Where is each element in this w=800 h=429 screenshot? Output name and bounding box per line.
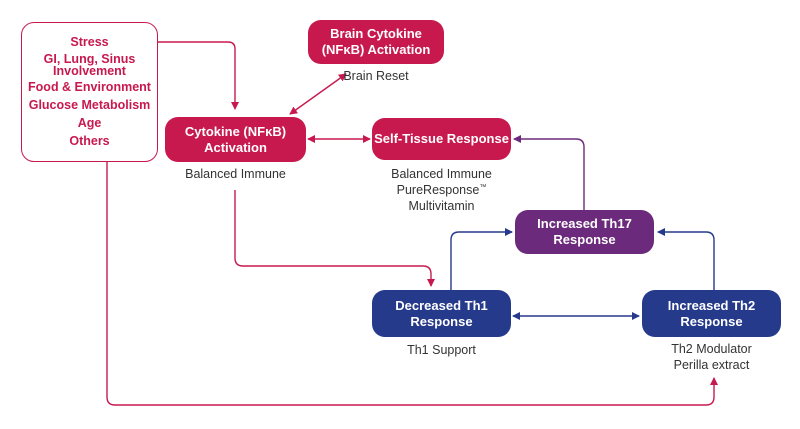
arrow-factors-to-th2	[106, 162, 718, 406]
factor-glucose-metabolism: Glucose Metabolism	[28, 98, 151, 112]
th17-label-2: Response	[553, 232, 616, 247]
cytokine-node: Cytokine (NFκB) Activation	[165, 117, 306, 162]
self-tissue-node: Self-Tissue Response	[372, 118, 511, 160]
self-tissue-support-caption: Balanced Immune PureResponse™ Multivitam…	[362, 166, 521, 214]
arrow-th17-to-self-tissue	[513, 135, 585, 210]
factor-stress: Stress	[70, 35, 109, 49]
th1-support-caption: Th1 Support	[372, 342, 511, 358]
contributing-factors-box: Stress GI, Lung, Sinus Involvement Food …	[21, 22, 158, 162]
self-tissue-support-line-2: PureResponse™	[362, 182, 521, 198]
self-tissue-support-line-1: Balanced Immune	[391, 167, 492, 181]
self-tissue-label: Self-Tissue Response	[374, 131, 509, 146]
arrow-th1-to-th17	[450, 228, 513, 290]
brain-reset-caption: Brain Reset	[318, 68, 434, 84]
arrow-cytokine-to-th1	[234, 190, 435, 287]
arrow-cytokine-brain	[289, 73, 347, 115]
factor-others: Others	[69, 134, 110, 148]
th17-label-1: Increased Th17	[537, 216, 632, 231]
factor-food-environment: Food & Environment	[28, 80, 151, 94]
th2-support-caption: Th2 Modulator Perilla extract	[636, 341, 787, 373]
th1-node: Decreased Th1 Response	[372, 290, 511, 337]
self-tissue-support-line-3: Multivitamin	[408, 199, 475, 213]
th2-label-2: Response	[680, 313, 743, 329]
cytokine-label-2: Activation	[204, 139, 267, 155]
arrow-factors-to-cytokine	[158, 41, 239, 110]
factor-gi-lung-sinus: GI, Lung, Sinus Involvement	[43, 52, 136, 78]
brain-cytokine-label-2: (NFκB) Activation	[321, 42, 431, 57]
brain-reset-text: Brain Reset	[343, 69, 409, 83]
th1-label-2: Response	[410, 313, 473, 329]
factor-age: Age	[77, 116, 102, 130]
th1-support-text: Th1 Support	[407, 343, 476, 357]
cytokine-label-1: Cytokine (NFκB)	[184, 123, 287, 139]
th2-node: Increased Th2 Response	[642, 290, 781, 337]
arrow-th2-to-th17	[657, 228, 715, 290]
th17-node: Increased Th17 Response	[515, 210, 654, 254]
pureresponse-text: PureResponse	[396, 183, 480, 197]
cytokine-support-caption: Balanced Immune	[165, 166, 306, 182]
th2-support-line-2: Perilla extract	[673, 358, 750, 372]
brain-cytokine-label-1: Brain Cytokine	[330, 26, 422, 41]
cytokine-support-text: Balanced Immune	[185, 167, 286, 181]
th2-support-line-1: Th2 Modulator	[671, 342, 752, 356]
th1-label-1: Decreased Th1	[395, 297, 488, 313]
th2-label-1: Increased Th2	[667, 297, 756, 313]
trademark-mark: ™	[479, 183, 487, 191]
brain-cytokine-node: Brain Cytokine (NFκB) Activation	[308, 20, 444, 64]
